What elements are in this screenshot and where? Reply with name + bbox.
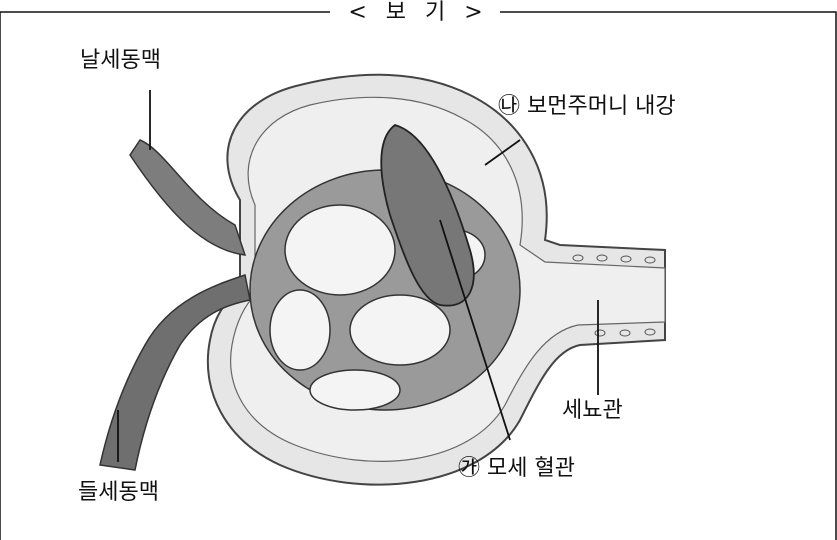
label-glomerular-capillary: ㉮ 모세 혈관	[458, 456, 575, 482]
label-afferent-arteriole: 날세동맥	[80, 48, 161, 74]
diagram-title: < 보 기 >	[0, 2, 837, 24]
label-renal-tubule: 세뇨관	[562, 398, 623, 424]
label-efferent-arteriole: 들세동맥	[78, 480, 159, 506]
label-bowman-lumen: ㉯ 보먼주머니 내강	[498, 94, 676, 120]
title-text: < 보 기 >	[338, 0, 498, 25]
